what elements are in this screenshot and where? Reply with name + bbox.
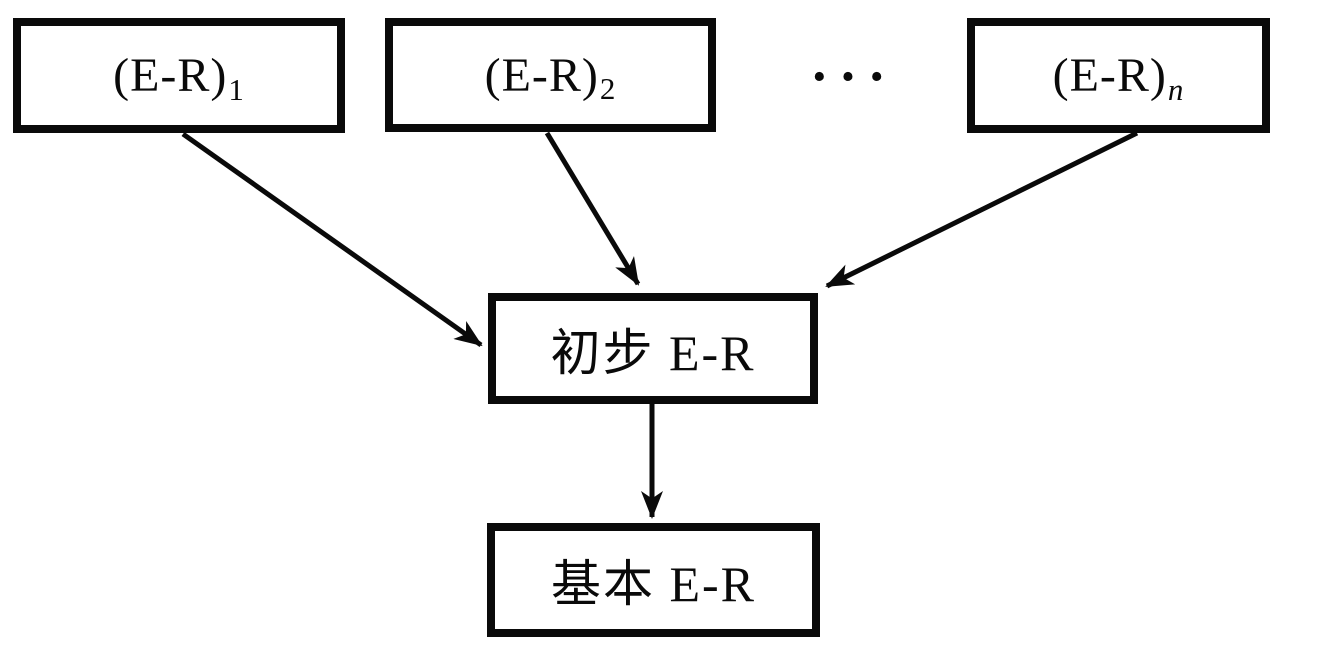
arrow-er1-to-preliminary <box>181 131 483 348</box>
node-er-1-subscript: 1 <box>228 71 245 107</box>
node-preliminary-er: 初步 E-R <box>488 293 818 404</box>
arrow-ern-to-preliminary <box>825 130 1139 289</box>
node-er-2: (E-R)2 <box>385 18 716 132</box>
node-er-1-label: (E-R)1 <box>113 48 245 107</box>
node-er-1: (E-R)1 <box>13 18 345 133</box>
node-er-n: (E-R)n <box>967 18 1270 133</box>
node-basic-er: 基本 E-R <box>487 523 820 637</box>
node-er-n-subscript: n <box>1167 71 1185 107</box>
ellipsis-more-models: ··· <box>809 46 897 108</box>
arrow-er2-to-preliminary <box>544 131 641 286</box>
node-basic-er-label: 基本 E-R <box>550 556 757 612</box>
node-er-1-text: (E-R) <box>113 49 228 102</box>
node-er-n-text: (E-R) <box>1052 49 1167 102</box>
node-er-n-label: (E-R)n <box>1052 48 1185 107</box>
node-er-2-label: (E-R)2 <box>484 48 617 107</box>
node-er-2-subscript: 2 <box>599 71 617 107</box>
node-er-2-text: (E-R) <box>484 48 599 102</box>
node-preliminary-er-label: 初步 E-R <box>550 324 756 381</box>
